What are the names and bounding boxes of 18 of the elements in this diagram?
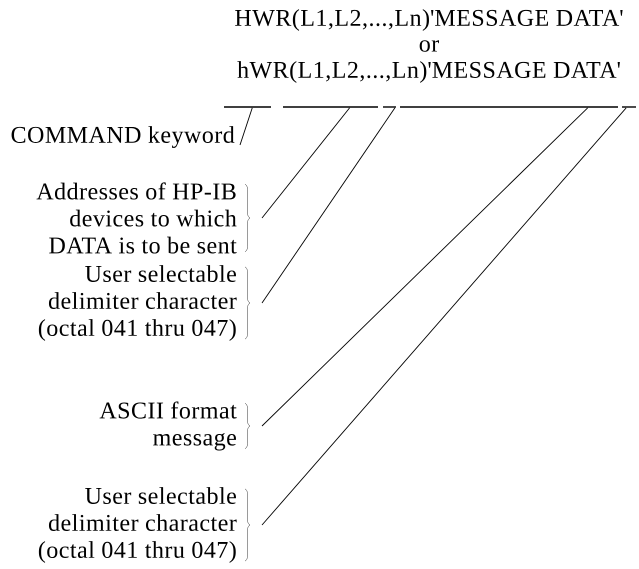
leader-line [262, 107, 350, 218]
underline-bar [383, 106, 396, 108]
leader-line [240, 107, 253, 146]
label-text: COMMAND keyword [12, 126, 234, 148]
leader-line [262, 107, 627, 526]
underline-bar [224, 106, 271, 108]
label-text: Addresses of HP-IB devices to which DATA is to be sent [36, 182, 237, 254]
command-syntax: HWR(L1,L2,...,Ln)'MESSAGE DATA' [235, 9, 623, 31]
underline-bar [622, 106, 636, 108]
label-text: User selectable delimiter character (octal 041 thru 047) [38, 487, 237, 563]
command-syntax: or [420, 40, 439, 52]
label-text: ASCII format message [100, 401, 237, 451]
leader-line [262, 107, 396, 304]
underline-bar [283, 106, 378, 108]
label-text: User selectable delimiter character (octal 041 thru 047) [38, 265, 237, 341]
underline-bar [400, 106, 618, 108]
leader-line [262, 107, 588, 426]
command-syntax: hWR(L1,L2,...,Ln)'MESSAGE DATA' [237, 61, 620, 83]
